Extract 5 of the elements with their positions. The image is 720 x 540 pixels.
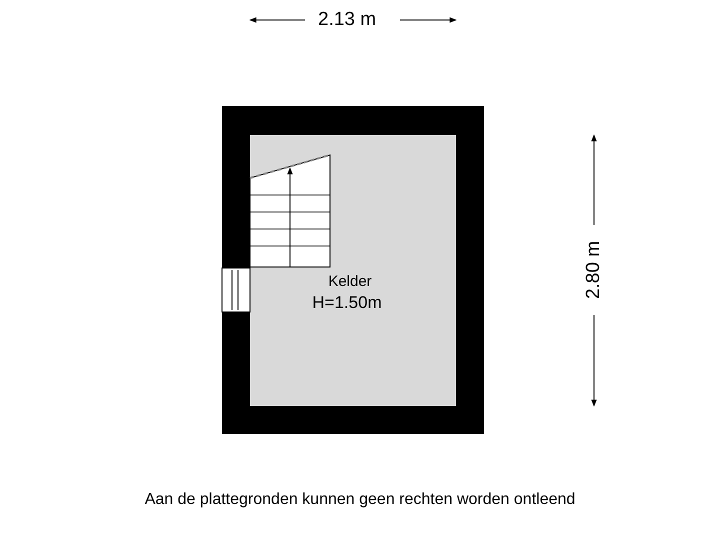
height-label: H=1.50m — [312, 293, 382, 313]
disclaimer-note: Aan de plattegronden kunnen geen rechten worden ontleend — [144, 491, 576, 509]
dimension-label: 2.13 m — [318, 9, 376, 31]
room-label: Kelder — [328, 273, 372, 290]
dimension-label: 2.80 m — [583, 240, 605, 300]
